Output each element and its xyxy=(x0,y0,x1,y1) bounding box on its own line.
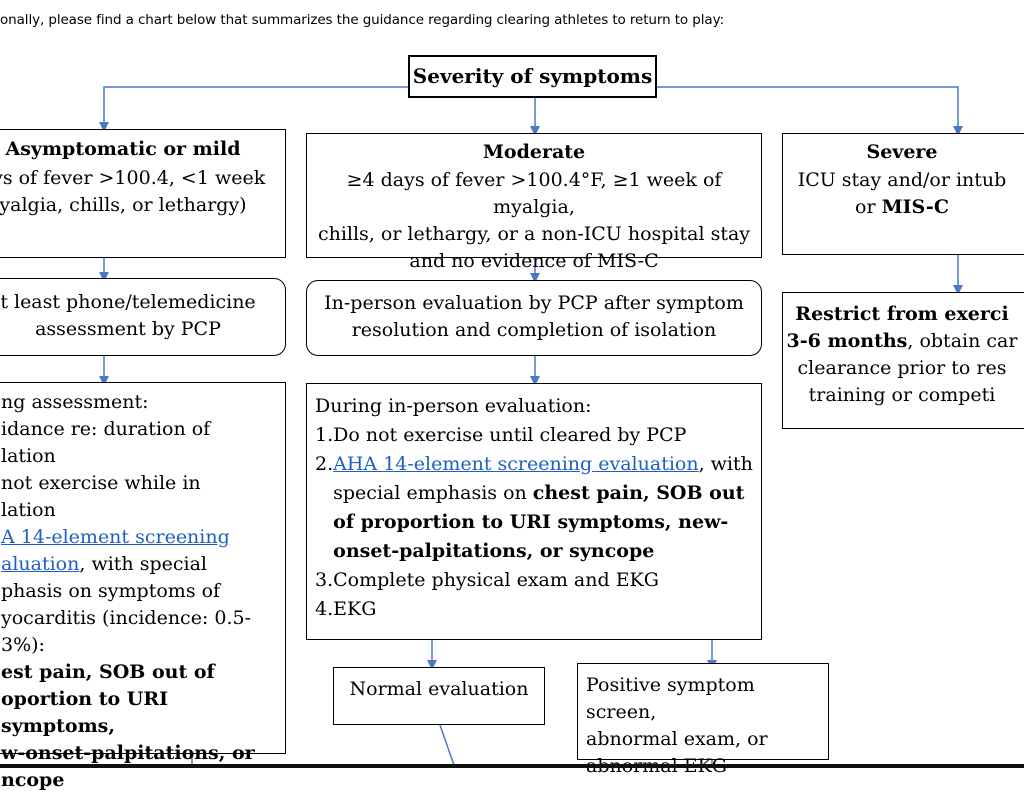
moderate-assess-line-2: resolution and completion of isolation xyxy=(351,319,717,341)
mild-detail-line-11: oportion to URI symptoms, xyxy=(1,688,169,737)
moderate-detail-list: 1. Do not exercise until cleared by PCP … xyxy=(315,421,761,624)
mild-detail-line-7-rest: , with special xyxy=(79,553,207,575)
mild-detail-line-12: w-onset-palpitations, or xyxy=(1,742,255,764)
list-item-number: 4. xyxy=(315,598,334,620)
emphasis-text: chest pain, SOB out xyxy=(532,482,745,504)
moderate-line-3: and no evidence of MIS-C xyxy=(409,250,659,272)
normal-evaluation-box: Normal evaluation xyxy=(333,667,545,725)
mild-line-2: yalgia, chills, or lethargy) xyxy=(0,194,247,216)
list-item-text: Complete physical exam and EKG xyxy=(333,569,659,591)
list-item: 1. Do not exercise until cleared by PCP xyxy=(315,421,761,450)
list-item: 3. Complete physical exam and EKG xyxy=(315,566,761,595)
moderate-title: Moderate xyxy=(482,141,586,163)
aha-screening-link-mild[interactable]: A 14-element screening xyxy=(1,526,230,548)
mild-detail-line-10: est pain, SOB out of xyxy=(1,661,215,683)
severity-of-symptoms-box: Severity of symptoms xyxy=(408,55,657,98)
mild-box: Asymptomatic or mild ays of fever >100.4… xyxy=(0,129,286,258)
emphasis-text: of proportion to URI symptoms, new- xyxy=(333,511,729,533)
mild-detail-line-2: idance re: duration of xyxy=(1,418,211,440)
severe-assess-line-2-rest: , obtain car xyxy=(907,330,1018,352)
mild-assessment-box: t least phone/telemedicine assessment by… xyxy=(0,278,286,356)
mild-detail-line-13: ncope xyxy=(1,769,65,791)
normal-evaluation-label: Normal evaluation xyxy=(349,678,529,700)
aha-screening-link[interactable]: AHA 14-element screening evaluation xyxy=(333,453,699,475)
mild-title: Asymptomatic or mild xyxy=(5,138,241,160)
moderate-detail-box: During in-person evaluation: 1. Do not e… xyxy=(306,383,762,640)
positive-line-1: Positive symptom screen, xyxy=(586,674,755,723)
mild-detail-line-3: lation xyxy=(1,445,56,467)
intro-text: onally, please find a chart below that s… xyxy=(0,12,724,28)
positive-line-2: abnormal exam, or xyxy=(586,728,768,750)
mild-detail-line-1: ng assessment: xyxy=(1,391,149,413)
moderate-box: Moderate ≥4 days of fever >100.4°F, ≥1 w… xyxy=(306,133,762,272)
moderate-assessment-box: In-person evaluation by PCP after sympto… xyxy=(306,280,762,356)
severe-title: Severe xyxy=(866,141,938,163)
arrow-to-severe xyxy=(657,86,963,136)
severe-assess-line-1: Restrict from exerci xyxy=(795,303,1009,325)
line-normal-down xyxy=(439,724,456,768)
severe-assessment-box: Restrict from exerci 3-6 months, obtain … xyxy=(782,292,1024,429)
aha-evaluation-link-mild[interactable]: aluation xyxy=(1,553,80,575)
list-item-number: 1. xyxy=(315,424,334,446)
list-item-text: , with xyxy=(698,453,753,475)
mild-detail-box: ng assessment: idance re: duration of la… xyxy=(0,382,286,791)
list-item-text: Do not exercise until cleared by PCP xyxy=(333,424,687,446)
list-item-text: EKG xyxy=(333,598,377,620)
severe-assess-line-3: clearance prior to res xyxy=(797,357,1007,379)
arrow-to-mild xyxy=(99,86,408,132)
list-item-number: 2. xyxy=(315,453,334,475)
severe-line-2-bold: MIS-C xyxy=(881,196,949,218)
list-item: 4. EKG xyxy=(315,595,761,624)
positive-screen-box: Positive symptom screen, abnormal exam, … xyxy=(577,663,829,777)
severe-box: Severe ICU stay and/or intub or MIS-C xyxy=(782,133,1024,255)
list-item-number: 3. xyxy=(315,569,334,591)
list-item-text: special emphasis on xyxy=(333,482,533,504)
severe-assess-line-2-bold: 3-6 months xyxy=(786,330,908,352)
mild-line-1: ays of fever >100.4, <1 week xyxy=(0,167,266,189)
severity-title: Severity of symptoms xyxy=(412,64,653,88)
severe-assess-line-4: training or competi xyxy=(808,384,996,406)
moderate-line-1: ≥4 days of fever >100.4°F, ≥1 week of my… xyxy=(346,169,722,218)
mild-assess-line-2: assessment by PCP xyxy=(35,318,221,340)
moderate-assess-line-1: In-person evaluation by PCP after sympto… xyxy=(324,292,744,314)
mild-detail-line-5: lation xyxy=(1,499,56,521)
list-item: 2. AHA 14-element screening evaluation, … xyxy=(315,450,761,566)
severe-line-1: ICU stay and/or intub xyxy=(797,169,1007,191)
emphasis-text: onset-palpitations, or syncope xyxy=(333,540,655,562)
mild-detail-line-8: phasis on symptoms of xyxy=(1,580,221,602)
mild-detail-line-9: yocarditis (incidence: 0.5-3%): xyxy=(1,607,252,656)
moderate-detail-header: During in-person evaluation: xyxy=(315,395,592,417)
mild-assess-line-1: t least phone/telemedicine xyxy=(0,291,256,313)
severe-line-2-prefix: or xyxy=(855,196,882,218)
mild-detail-line-4: not exercise while in xyxy=(1,472,201,494)
moderate-line-2: chills, or lethargy, or a non-ICU hospit… xyxy=(317,223,751,245)
page-bottom-edge xyxy=(0,764,1024,768)
